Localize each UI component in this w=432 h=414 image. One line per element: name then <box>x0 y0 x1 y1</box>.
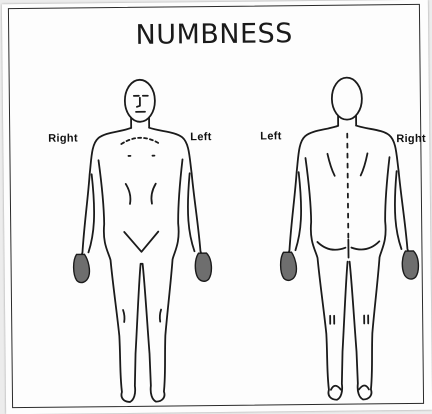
spine-line <box>347 134 348 242</box>
back-left-hand-shade <box>280 252 296 280</box>
diagram-frame: NUMBNESS Right Left <box>8 4 424 408</box>
back-body-outline <box>286 125 411 400</box>
back-head-outline <box>332 77 362 119</box>
back-body-figure <box>272 71 425 403</box>
back-right-hand-shade <box>402 251 418 279</box>
page-title: NUMBNESS <box>9 17 419 52</box>
front-left-hand-shade <box>195 253 211 281</box>
front-body-figure <box>65 73 218 405</box>
front-body-outline <box>79 127 204 402</box>
front-right-hand-shade <box>73 254 89 282</box>
